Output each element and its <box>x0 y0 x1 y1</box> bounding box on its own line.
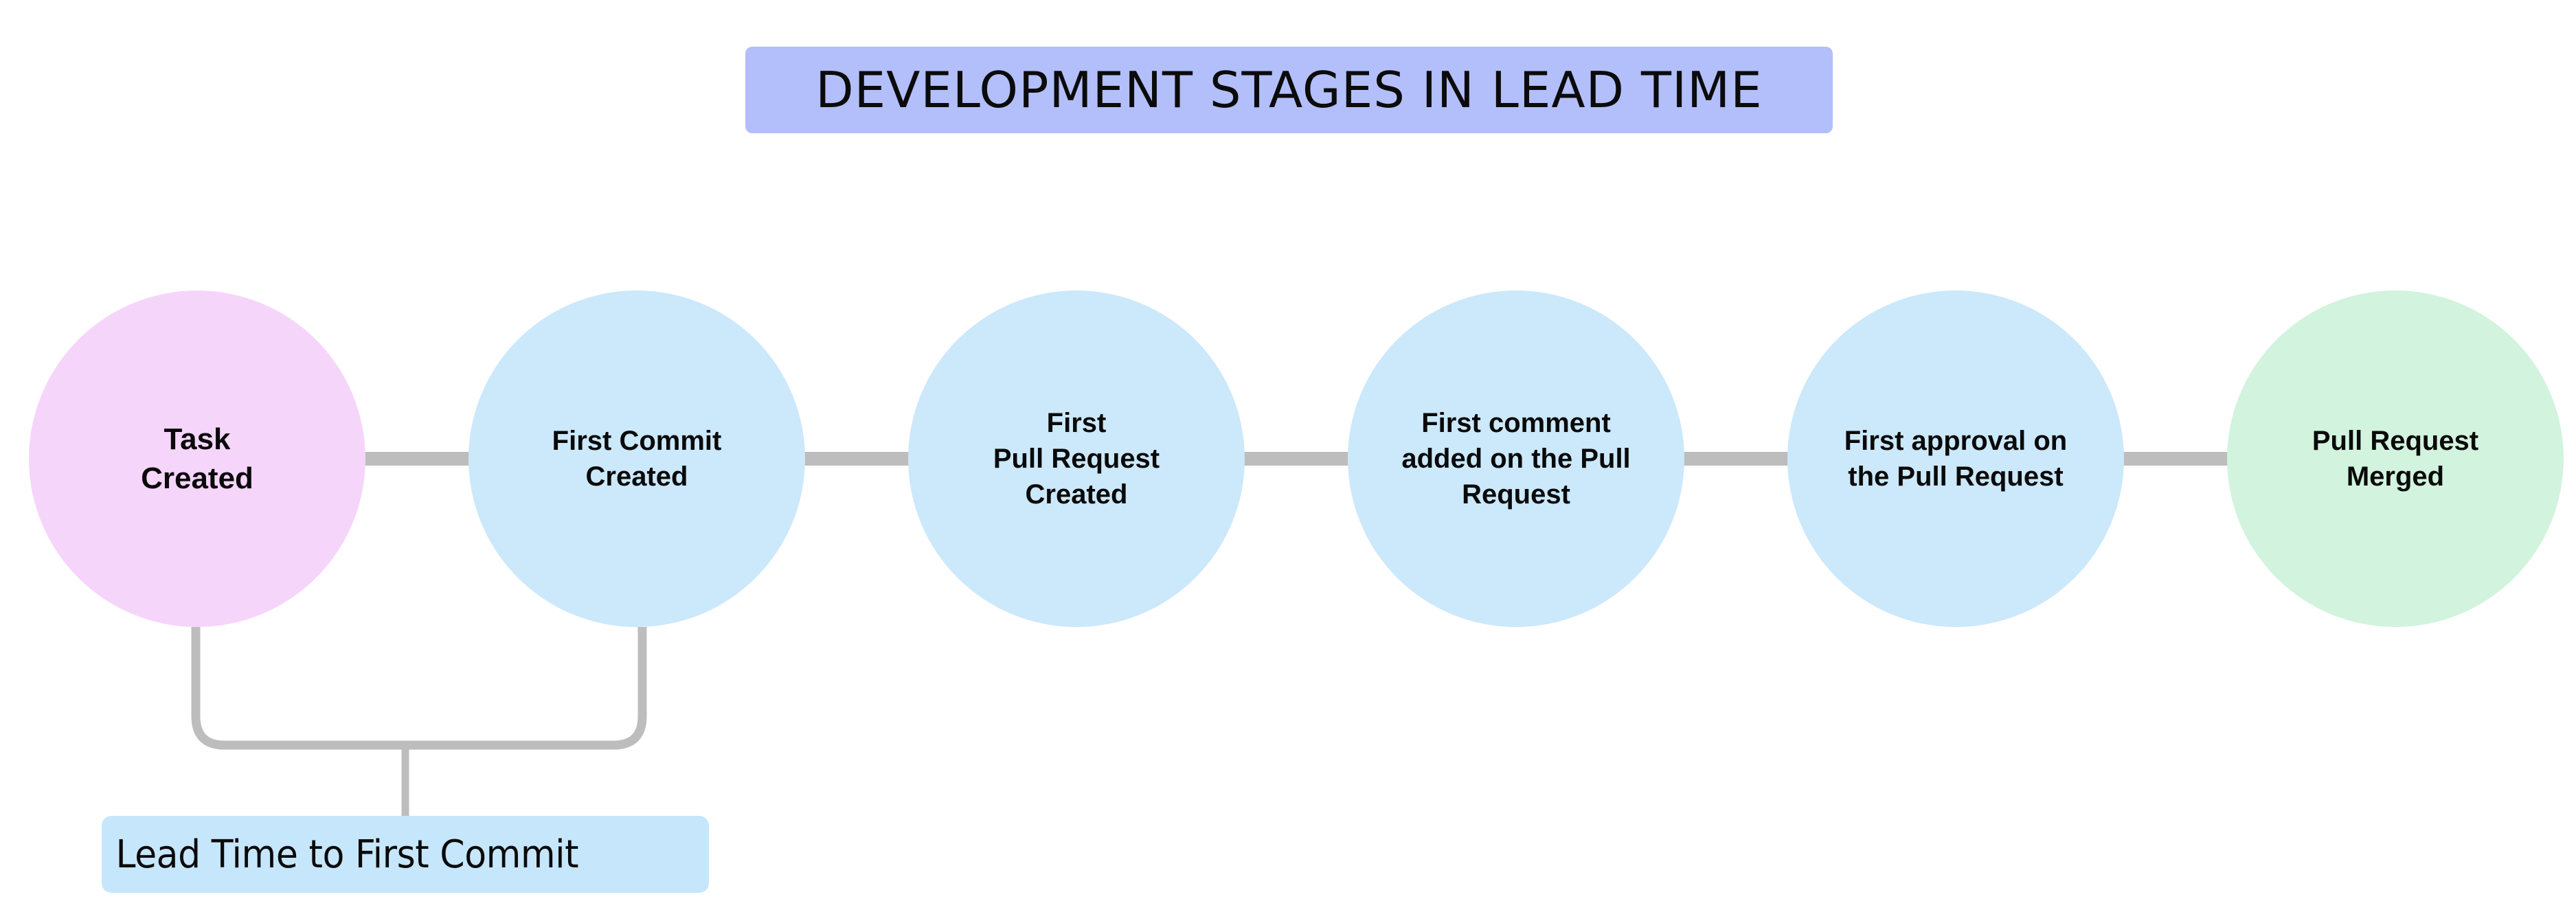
node-label-first-comment-on-pull-request: First comment added on the Pull Request <box>1401 408 1631 510</box>
connector-first-commit-to-first-pr <box>802 452 912 466</box>
node-label-task-created: Task Created <box>141 422 253 495</box>
page-title-banner: DEVELOPMENT STAGES IN LEAD TIME <box>745 47 1833 133</box>
node-label-first-approval-on-pull-request: First approval on the Pull Request <box>1844 426 2068 492</box>
connector-task-to-first-commit <box>362 452 472 466</box>
node-pull-request-merged[interactable]: Pull Request Merged <box>2227 290 2564 627</box>
node-label-pull-request-merged: Pull Request Merged <box>2312 426 2479 492</box>
node-label-first-commit-created: First Commit Created <box>552 426 722 492</box>
node-first-pull-request-created[interactable]: First Pull Request Created <box>908 290 1245 627</box>
connector-first-pr-to-first-comment <box>1241 452 1351 466</box>
connector-first-comment-to-first-approval <box>1681 452 1791 466</box>
lead-time-bracket <box>191 627 647 816</box>
node-label-first-pull-request-created: First Pull Request Created <box>993 408 1160 510</box>
node-first-approval-on-pull-request[interactable]: First approval on the Pull Request <box>1787 290 2124 627</box>
page-title: DEVELOPMENT STAGES IN LEAD TIME <box>815 61 1763 119</box>
bracket-path <box>191 627 647 750</box>
node-first-comment-on-pull-request[interactable]: First comment added on the Pull Request <box>1348 290 1684 627</box>
connector-first-approval-to-merged <box>2121 452 2230 466</box>
lead-time-callout[interactable]: Lead Time to First Commit <box>102 816 709 893</box>
lead-time-callout-label: Lead Time to First Commit <box>115 832 579 877</box>
node-first-commit-created[interactable]: First Commit Created <box>468 290 805 627</box>
node-task-created[interactable]: Task Created <box>29 290 365 627</box>
